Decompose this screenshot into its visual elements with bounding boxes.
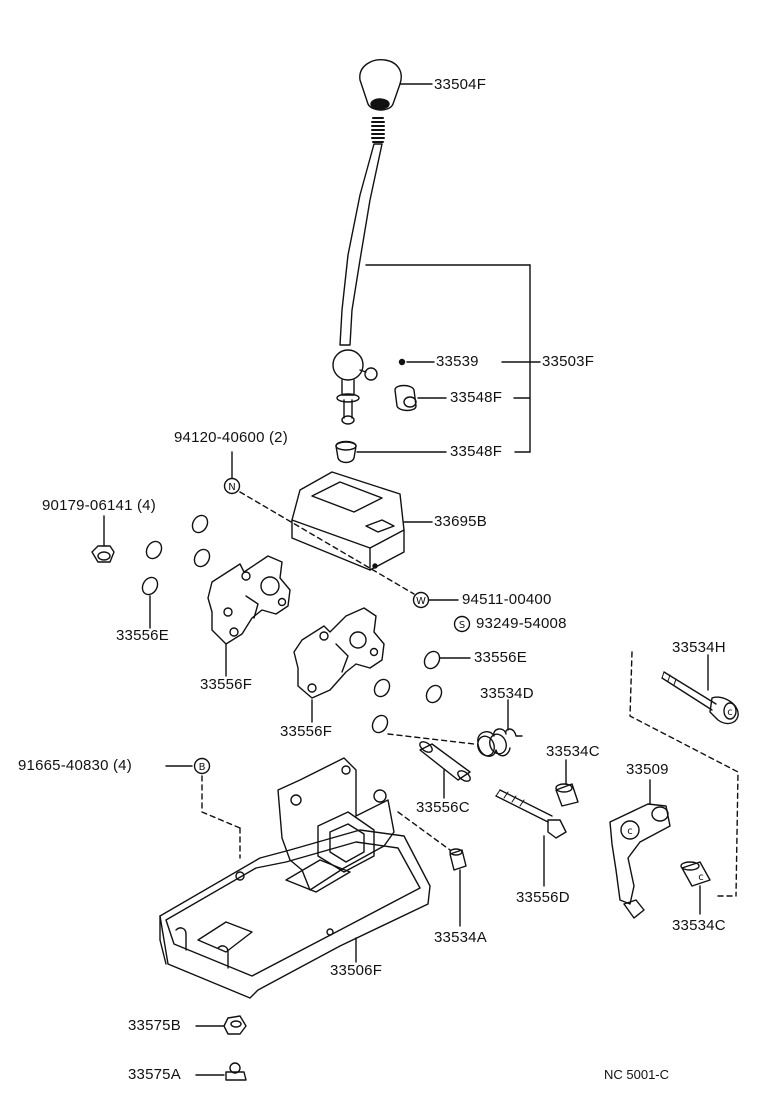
label-oring-left: 33556E — [116, 627, 169, 644]
assembly-bracket-lines — [398, 264, 541, 453]
label-lever-assy: 33503F — [542, 353, 595, 370]
label-knob: 33504F — [434, 76, 487, 93]
pin-a-drawing — [397, 811, 467, 927]
svg-text:c: c — [698, 872, 704, 883]
svg-text:S: S — [459, 620, 465, 631]
svg-text:c: c — [627, 826, 633, 837]
label-bolt-b: 91665-40830 (4) — [18, 757, 132, 774]
shift-knob-drawing — [359, 59, 433, 111]
orings-right-drawing — [371, 650, 471, 734]
label-bolt-d: 33556D — [516, 889, 570, 906]
label-washer-w: 94511-00400 — [462, 591, 552, 608]
lever-rod-drawing — [332, 117, 531, 425]
svg-text:B: B — [199, 762, 206, 773]
label-pin-a: 33534A — [434, 929, 487, 946]
label-cover: 33695B — [434, 513, 487, 530]
base-drawing — [159, 757, 431, 999]
label-shaft-h: 33534H — [672, 639, 726, 656]
marker-b-drawing: B — [165, 757, 241, 859]
marker-n-drawing: N — [223, 451, 415, 595]
label-grommet-b: 33575B — [128, 1017, 181, 1034]
svg-text:W: W — [416, 596, 426, 607]
label-bracket-left: 33556F — [200, 676, 253, 693]
spring-drawing — [387, 699, 523, 757]
bolt-d-drawing — [495, 789, 567, 887]
label-lever-selector: 33509 — [626, 761, 669, 778]
label-oring-right: 33556E — [474, 649, 527, 666]
shift-cover-drawing — [291, 471, 433, 571]
grommets-drawing — [195, 1015, 247, 1081]
label-bushing-lower: 33548F — [450, 443, 503, 460]
bracket-right-drawing — [293, 607, 385, 723]
bushing-c-bottom-drawing: c — [680, 861, 711, 915]
svg-text:N: N — [228, 482, 235, 493]
svg-text:c: c — [727, 707, 733, 718]
label-grommet-a: 33575A — [128, 1066, 181, 1083]
label-sleeve: 33556C — [416, 799, 470, 816]
label-pin: 33539 — [436, 353, 479, 370]
label-ring-s: 93249-54008 — [476, 615, 567, 632]
shaft-h-drawing: c — [629, 651, 739, 897]
label-bushing-c-bottom: 33534C — [672, 917, 726, 934]
label-base: 33506F — [330, 962, 383, 979]
selector-lever-drawing: c — [609, 779, 671, 919]
marker-w-s-drawing: W S — [412, 591, 471, 633]
label-bushing-c-top: 33534C — [546, 743, 600, 760]
nut-and-orings-left — [91, 514, 211, 629]
bracket-left-drawing — [207, 555, 291, 677]
label-nut-top: 90179-06141 (4) — [42, 497, 156, 514]
bushing-drawing — [335, 384, 447, 464]
label-screw-cover: 94120-40600 (2) — [174, 429, 288, 446]
sleeve-drawing — [419, 741, 471, 799]
bushing-c-top-drawing — [555, 759, 579, 807]
label-bracket-right: 33556F — [280, 723, 333, 740]
label-spring: 33534D — [480, 685, 534, 702]
label-bushing-upper: 33548F — [450, 389, 503, 406]
figure-code: NC 5001-C — [604, 1067, 670, 1082]
